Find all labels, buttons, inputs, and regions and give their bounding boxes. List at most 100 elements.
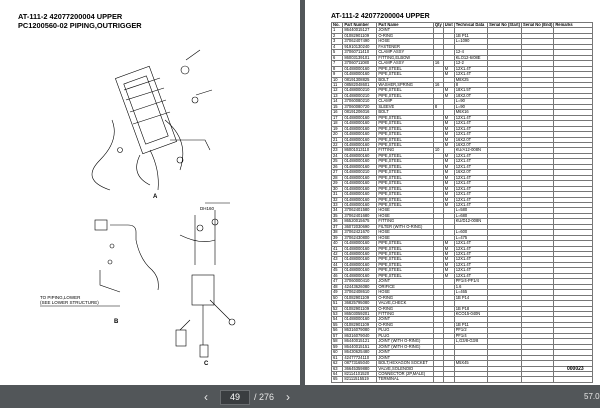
table-cell: 01488000160 bbox=[342, 125, 378, 133]
table-cell: BOLT,HEXAGON SOCKET bbox=[376, 360, 434, 367]
parts-table-header: No. Part Number Part Name Qty Unit Techn… bbox=[330, 21, 593, 29]
section-b-label: B bbox=[114, 319, 119, 325]
table-cell: JOINT (WITH O-RING) bbox=[376, 338, 434, 345]
table-cell: 37060080210 bbox=[342, 98, 378, 105]
table-cell: 01488000160 bbox=[342, 261, 378, 269]
table-cell: 12X1.4T bbox=[453, 196, 489, 203]
table-cell: 16 bbox=[330, 109, 344, 116]
table-cell: 10 bbox=[330, 76, 344, 84]
table-cell: 36825795080 bbox=[342, 300, 378, 307]
diagram-title-line1: AT-111-2 42077200004 UPPER bbox=[18, 12, 123, 21]
table-cell: 01488000160 bbox=[342, 174, 378, 182]
table-cell: 12X1.4T bbox=[453, 131, 489, 138]
table-cell: 41 bbox=[330, 245, 344, 253]
table-cell: 12X1.4T bbox=[453, 256, 489, 263]
table-cell: 12X1.4T bbox=[453, 114, 489, 122]
table-cell: 63 bbox=[330, 365, 344, 373]
table-cell: 21 bbox=[330, 136, 344, 144]
table-cell: 12X1.4T bbox=[453, 185, 489, 193]
table-cell: 44 bbox=[330, 261, 344, 269]
table-cell: 42 bbox=[330, 250, 344, 258]
parts-list-title: AT-111-2 42077200004 UPPER bbox=[331, 13, 430, 20]
next-page-button[interactable]: › bbox=[286, 390, 291, 404]
table-cell: 86430625480 bbox=[342, 349, 378, 356]
table-cell: JOINT (WITH O-RING) bbox=[376, 343, 434, 351]
table-cell: 37062430800 bbox=[342, 234, 378, 242]
table-cell: KLO12-6/08E bbox=[453, 54, 489, 62]
page-right-parts-list: AT-111-2 42077200004 UPPER No. Part Numb… bbox=[305, 0, 600, 385]
table-cell bbox=[442, 376, 455, 383]
page-footer-code: 000023 bbox=[567, 366, 584, 372]
table-cell: 37062401580 bbox=[342, 207, 378, 214]
table-cell: 12X1.4T bbox=[453, 152, 489, 160]
table-cell: 86520015675 bbox=[342, 218, 378, 225]
table-cell: 37062408610 bbox=[342, 289, 378, 296]
table-cell: 37062407490 bbox=[342, 38, 378, 45]
table-cell: 12X1.4T bbox=[453, 267, 489, 274]
table-cell: 30 bbox=[330, 185, 344, 193]
table-cell: 01488000160 bbox=[342, 65, 378, 73]
table-cell: CONNECTOR (2P,MALE) bbox=[376, 370, 434, 378]
table-cell: 37060080720 bbox=[342, 103, 378, 111]
zoom-level[interactable]: 57.0 bbox=[584, 392, 600, 401]
table-cell: 01488000160 bbox=[342, 163, 378, 171]
table-cell: 12X1.4T bbox=[453, 201, 489, 209]
table-cell: 12X1.4T bbox=[453, 163, 489, 171]
table-cell: 62 bbox=[330, 360, 344, 367]
table-cell: 12 bbox=[330, 87, 344, 94]
table-cell: 42443626080 bbox=[342, 283, 378, 291]
table-cell bbox=[432, 376, 444, 383]
table-cell: 08582048601 bbox=[342, 81, 378, 89]
table-cell: 08191206016 bbox=[342, 109, 378, 116]
table-cell: 65 bbox=[330, 376, 344, 383]
table-cell: 58 bbox=[330, 338, 344, 345]
table-cell: 36645359880 bbox=[342, 365, 378, 373]
table-cell: 12X1.4T bbox=[453, 120, 489, 127]
table-cell: 14 bbox=[330, 98, 344, 105]
table-cell: 18X1.5T bbox=[453, 87, 489, 94]
table-cell: 51 bbox=[330, 300, 344, 307]
table-cell: 01488000160 bbox=[342, 185, 378, 193]
table-cell: 12X1.4T bbox=[453, 158, 489, 165]
table-cell: TERMINAL bbox=[376, 376, 434, 383]
table-cell: 86440015151 bbox=[342, 343, 378, 351]
table-cell: 01488000160 bbox=[342, 131, 378, 138]
table-cell: 25 bbox=[330, 158, 344, 165]
table-cell: 27 bbox=[330, 169, 344, 176]
table-cell: 57 bbox=[330, 332, 344, 340]
table-cell: 01488000160 bbox=[342, 152, 378, 160]
col-no: No. bbox=[330, 21, 344, 29]
table-cell: 15 bbox=[330, 103, 344, 111]
table-cell: 37060711410 bbox=[342, 49, 378, 56]
table-cell: 12X1.4T bbox=[453, 250, 489, 258]
table-cell: 22 bbox=[330, 141, 344, 149]
table-cell: 16X2.0T bbox=[453, 169, 489, 176]
table-cell: 86503059201 bbox=[342, 310, 378, 318]
diagram-title-line2: PC1200560-02 PIPING,OUTRIGGER bbox=[18, 21, 142, 30]
table-cell: 01488000160 bbox=[342, 158, 378, 165]
table-cell: 82114101520 bbox=[342, 370, 378, 378]
table-cell: 17 bbox=[330, 114, 344, 122]
table-cell: 01488000160 bbox=[342, 136, 378, 144]
page-number-input[interactable] bbox=[220, 389, 250, 405]
table-cell: 36 bbox=[330, 218, 344, 225]
table-cell: WASHER,SPRING bbox=[376, 81, 434, 89]
table-cell: 19 bbox=[330, 125, 344, 133]
table-cell: 12X1.4T bbox=[453, 125, 489, 133]
table-cell: 49 bbox=[330, 289, 344, 296]
table-cell: 39 bbox=[330, 234, 344, 242]
table-cell: 42477724110 bbox=[342, 354, 378, 362]
col-serial-end: Serial No (End) bbox=[520, 21, 555, 29]
prev-page-button[interactable]: ‹ bbox=[204, 390, 208, 404]
diagram-title: AT-111-2 42077200004 UPPER PC1200560-02 … bbox=[18, 12, 142, 30]
table-cell: 12X1.4T bbox=[453, 174, 489, 182]
table-cell: 91910130240 bbox=[342, 43, 378, 51]
